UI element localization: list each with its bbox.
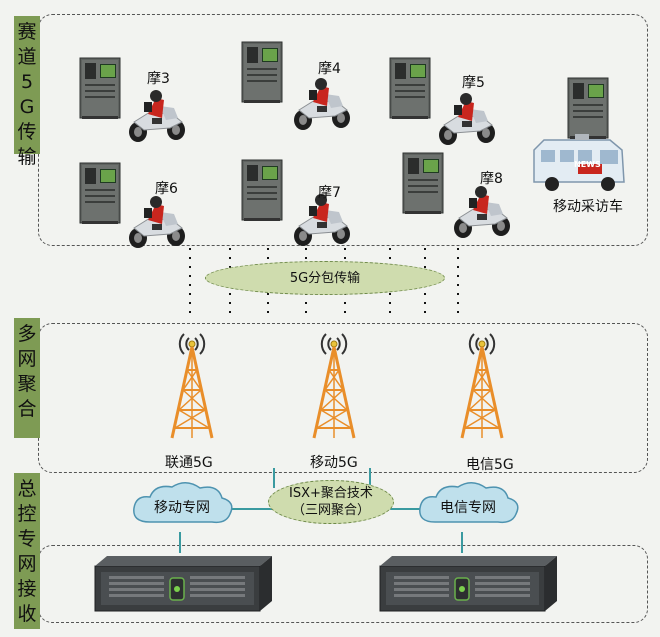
unicom-tower-icon (170, 332, 214, 440)
motorcycle-7-label: 摩7 (318, 185, 341, 201)
encoder-cabinet-7 (241, 159, 283, 222)
mobile-tower-icon (312, 332, 356, 440)
telecom-tower-icon (460, 332, 504, 440)
mobile-private-network-label: 移动专网 (154, 500, 210, 516)
motorcycle-8-icon (453, 185, 511, 239)
encoder-cabinet-6 (79, 162, 121, 225)
van-cabinet (567, 77, 609, 140)
van-label: 移动采访车 (553, 199, 623, 215)
encoder-cabinet-5 (389, 57, 431, 120)
van-news-badge: NEWS (574, 160, 601, 169)
motorcycle-6-label: 摩6 (155, 181, 178, 197)
encoder-cabinet-8 (402, 152, 444, 215)
encoder-cabinet-4 (241, 41, 283, 104)
aggregation-tech-line1: ISX+聚合技术 (289, 486, 373, 501)
motorcycle-3-label: 摩3 (147, 71, 170, 87)
motorcycle-8-label: 摩8 (480, 171, 503, 187)
telecom-private-network-label: 电信专网 (440, 500, 496, 516)
motorcycle-6-icon (128, 195, 186, 249)
section-label-aggregation: 多网聚合 (14, 318, 40, 438)
motorcycle-4-label: 摩4 (318, 61, 341, 77)
aggregation-tech-line2: （三网聚合） (291, 503, 370, 518)
packet-transport-label: 5G分包传输 (289, 270, 361, 286)
receiver-server-left-icon (94, 555, 273, 612)
section-label-track: 赛道5G传输 (14, 16, 40, 168)
telecom-private-network-cloud-icon (419, 482, 519, 524)
motorcycle-4-icon (293, 77, 351, 131)
motorcycle-5-icon (438, 92, 496, 146)
motorcycle-3-icon (128, 89, 186, 143)
motorcycle-5-label: 摩5 (462, 75, 485, 91)
unicom-5g-label: 联通5G (165, 455, 213, 471)
aggregation-technology-ellipse: ISX+聚合技术 （三网聚合） (268, 480, 394, 524)
telecom-5g-label: 电信5G (466, 457, 514, 473)
mobile-5g-label: 移动5G (310, 455, 358, 471)
mobile-private-network-cloud-icon (133, 482, 233, 524)
news-van-icon (533, 134, 625, 191)
packet-transport-ellipse: 5G分包传输 (205, 261, 445, 295)
receiver-server-right-icon (379, 555, 558, 612)
section-label-receiving: 总控专网接收 (14, 473, 40, 629)
encoder-cabinet-3 (79, 57, 121, 120)
